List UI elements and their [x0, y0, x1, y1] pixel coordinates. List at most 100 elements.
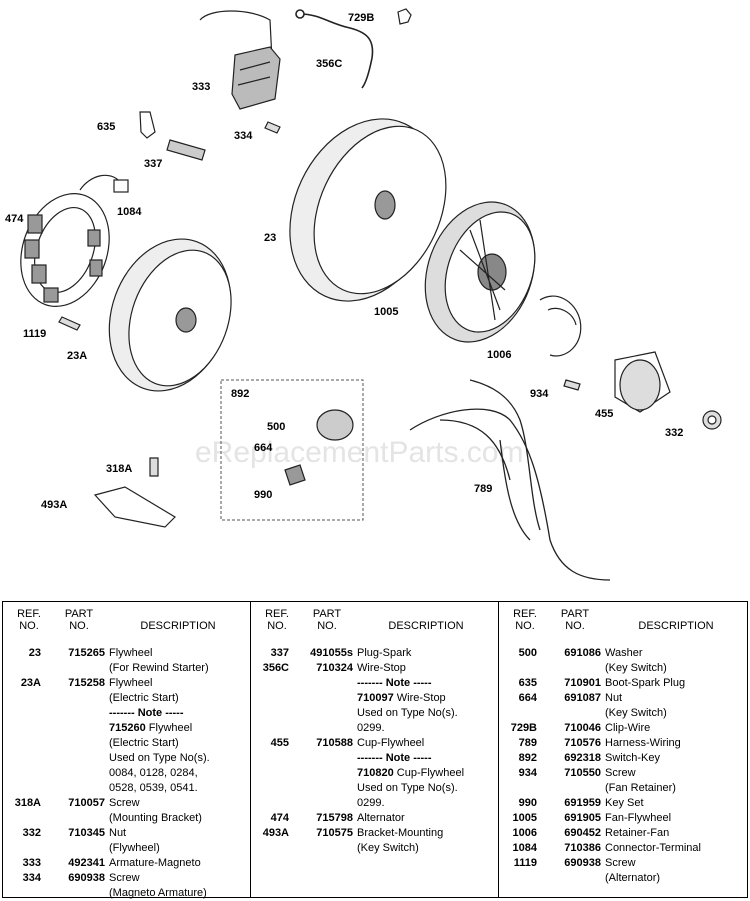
part-description: Plug-Spark [357, 647, 412, 659]
part-description: Flywheel [109, 647, 153, 659]
header-ref-no: REF.NO. [17, 608, 41, 632]
part-description: (Electric Start) [109, 737, 179, 749]
callout-23: 23 [264, 232, 276, 244]
table-row: (For Rewind Starter) [5, 661, 249, 676]
part-description: 0084, 0128, 0284, [109, 767, 198, 779]
callout-334: 334 [234, 130, 253, 142]
alternator-screw-drawing [58, 316, 81, 331]
ref-number: 318A [14, 797, 41, 809]
header-description: DESCRIPTION [638, 620, 714, 632]
key-switch-group-box [220, 379, 364, 521]
table-row: 0299. [253, 796, 497, 811]
key-switch-bracket-drawing [93, 486, 176, 528]
ref-number: 474 [270, 812, 289, 824]
ref-number: 332 [22, 827, 41, 839]
table-row: ------- Note ----- [5, 706, 249, 721]
callout-1005: 1005 [374, 306, 398, 318]
part-description: (Electric Start) [109, 692, 179, 704]
part-number: 710576 [564, 737, 601, 749]
note-separator: ------- Note ----- [357, 677, 432, 689]
part-description: Used on Type No(s). [109, 752, 210, 764]
table-row: 710820 Cup-Flywheel [253, 766, 497, 781]
part-description: (Magneto Armature) [109, 887, 207, 899]
callout-729B: 729B [348, 12, 374, 24]
callout-356C: 356C [316, 58, 342, 70]
ref-number: 789 [518, 737, 537, 749]
key-switch-drawing [284, 409, 354, 486]
part-number: 492341 [68, 857, 105, 869]
ref-number: 337 [270, 647, 289, 659]
header-description: DESCRIPTION [388, 620, 464, 632]
part-description: (Key Switch) [605, 662, 667, 674]
part-description: Screw [109, 797, 140, 809]
callout-500: 500 [267, 421, 285, 433]
ref-number: 493A [262, 827, 289, 839]
electric-start-flywheel-drawing [108, 238, 232, 392]
part-description: Retainer-Fan [605, 827, 670, 839]
table-row: 710097 Wire-Stop [253, 691, 497, 706]
ref-number: 892 [518, 752, 537, 764]
part-description: Switch-Key [605, 752, 661, 764]
callout-474: 474 [5, 213, 24, 225]
table-row: (Magneto Armature) [5, 886, 249, 901]
header-description: DESCRIPTION [140, 620, 216, 632]
callout-635: 635 [97, 121, 115, 133]
fan-retainer-screw-drawing [563, 379, 581, 391]
part-description: Nut [109, 827, 127, 839]
part-number: 710324 [316, 662, 353, 674]
part-description: Flywheel [109, 677, 153, 689]
armature-screw-drawing [264, 121, 281, 134]
ref-number: 990 [518, 797, 537, 809]
column-divider [498, 602, 499, 897]
ref-number: 500 [518, 647, 537, 659]
rewind-flywheel-drawing [289, 118, 447, 302]
part-description: Used on Type No(s). [357, 707, 458, 719]
watermark: eReplacementParts.com [195, 436, 523, 469]
header-ref-no: REF.NO. [265, 608, 289, 632]
table-row: 0084, 0128, 0284, [5, 766, 249, 781]
table-row: Used on Type No(s). [253, 706, 497, 721]
part-number: 710820 [357, 767, 394, 779]
part-number: 691905 [564, 812, 601, 824]
table-row: (Key Switch) [501, 661, 745, 676]
table-row: 0299. [253, 721, 497, 736]
part-number: 710588 [316, 737, 353, 749]
part-description: (Alternator) [605, 872, 661, 884]
callout-1006: 1006 [487, 349, 511, 361]
part-description: Fan-Flywheel [605, 812, 672, 824]
table-row: Used on Type No(s). [253, 781, 497, 796]
part-number: 710901 [564, 677, 601, 689]
callout-332: 332 [665, 427, 683, 439]
part-description: Cup-Flywheel [393, 767, 465, 779]
callout-333: 333 [192, 81, 210, 93]
part-description: Wire-Stop [393, 692, 446, 704]
table-row: (Electric Start) [5, 691, 249, 706]
part-number: 691959 [564, 797, 601, 809]
ref-number: 455 [270, 737, 289, 749]
callout-892: 892 [231, 388, 249, 400]
armature-magneto-drawing [199, 10, 281, 110]
part-number: 710575 [316, 827, 353, 839]
ref-number: 1084 [512, 842, 537, 854]
part-number: 690938 [564, 857, 601, 869]
fan-retainer-drawing [539, 295, 582, 357]
part-number: 691086 [564, 647, 601, 659]
part-description: (Fan Retainer) [605, 782, 676, 794]
table-row: (Key Switch) [253, 841, 497, 856]
